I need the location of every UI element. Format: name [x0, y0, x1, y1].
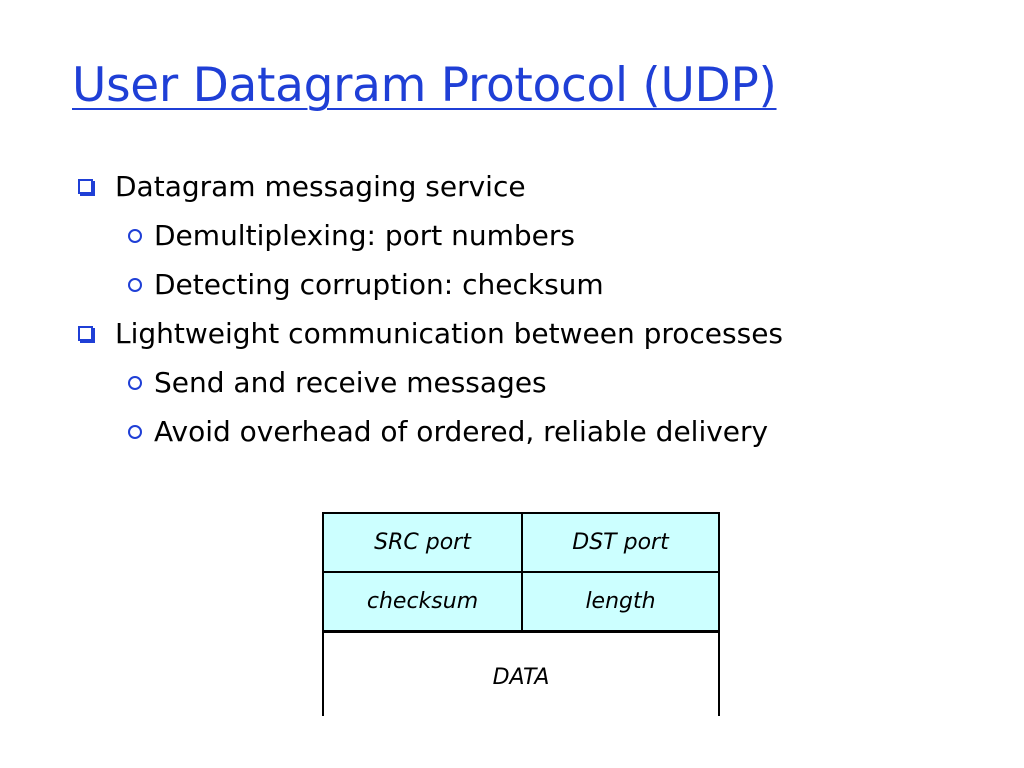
checksum-field: checksum [324, 573, 521, 630]
src-port-field: SRC port [324, 514, 521, 571]
circle-bullet-icon [128, 228, 142, 243]
slide-title: User Datagram Protocol (UDP) [72, 58, 777, 113]
square-bullet-icon [78, 179, 93, 194]
bullet-text: Avoid overhead of ordered, reliable deli… [154, 415, 769, 448]
bullet-text: Demultiplexing: port numbers [154, 219, 575, 252]
diagram-divider-row1 [322, 571, 720, 573]
dst-port-field: DST port [523, 514, 718, 571]
sub-bullet-item: Detecting corruption: checksum [78, 260, 998, 309]
udp-header-diagram: SRC port DST port checksum length DATA [322, 512, 720, 716]
bullet-text: Send and receive messages [154, 366, 547, 399]
length-field: length [523, 573, 718, 630]
bullet-item: Lightweight communication between proces… [78, 309, 998, 358]
circle-bullet-icon [128, 277, 142, 292]
bullet-text: Detecting corruption: checksum [154, 268, 604, 301]
bullet-text: Datagram messaging service [115, 170, 526, 203]
bullet-item: Datagram messaging service [78, 162, 998, 211]
sub-bullet-item: Demultiplexing: port numbers [78, 211, 998, 260]
data-field: DATA [492, 665, 550, 690]
circle-bullet-icon [128, 424, 142, 439]
square-bullet-icon [78, 326, 93, 341]
sub-bullet-item: Avoid overhead of ordered, reliable deli… [78, 407, 998, 456]
circle-bullet-icon [128, 375, 142, 390]
diagram-border-right [718, 512, 720, 716]
bullet-list: Datagram messaging service Demultiplexin… [78, 162, 998, 456]
diagram-border-left [322, 512, 324, 716]
bullet-text: Lightweight communication between proces… [115, 317, 784, 350]
sub-bullet-item: Send and receive messages [78, 358, 998, 407]
diagram-divider-row2 [322, 630, 720, 633]
